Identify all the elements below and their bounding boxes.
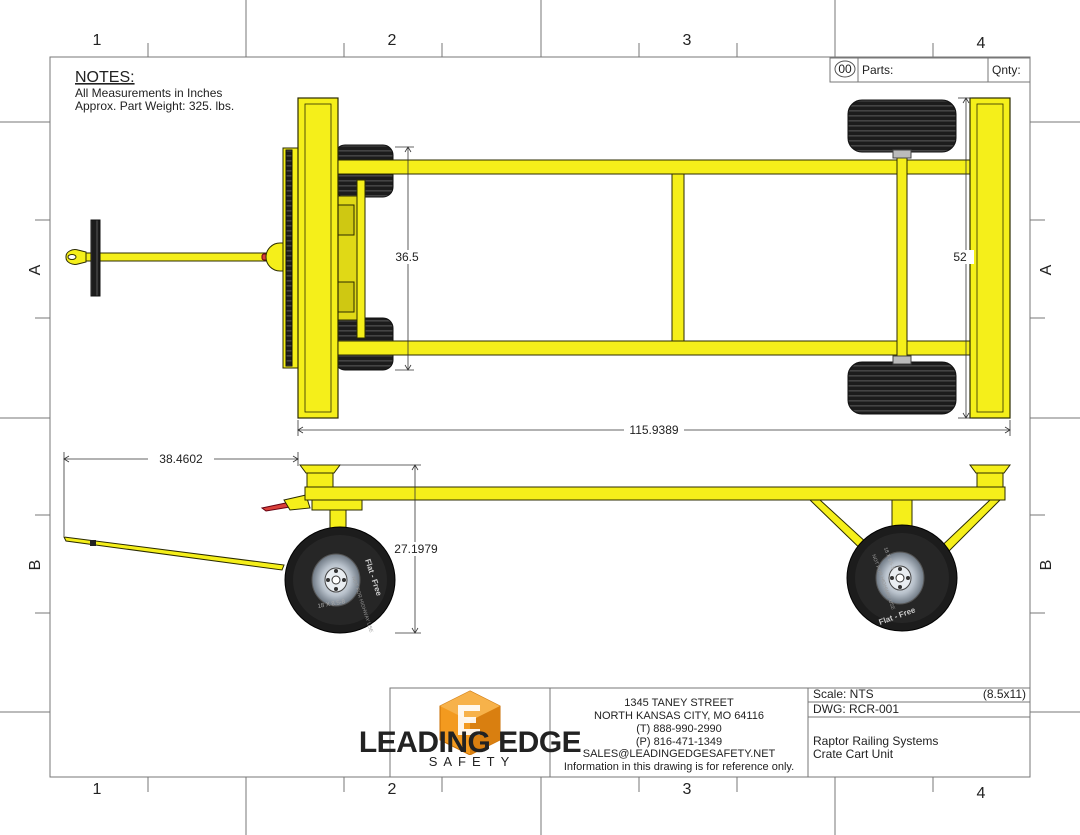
company-logo: LEADING EDGE SAFETY: [359, 690, 582, 769]
disclaimer: Information in this drawing is for refer…: [564, 761, 794, 773]
zone-col-2-bottom: 2: [388, 781, 397, 798]
email-address: SALES@LEADINGEDGESAFETY.NET: [583, 748, 776, 760]
zone-col-4-bottom: 4: [977, 785, 986, 802]
front-bunk-top: [297, 97, 339, 419]
drawing-title-line-2: Crate Cart Unit: [813, 747, 894, 761]
zone-row-b-right: B: [1038, 560, 1055, 571]
parts-label: Parts:: [862, 63, 893, 77]
tow-handle-top: [65, 219, 299, 297]
zone-labels: 1 2 3 4 1 2 3 4 A B A B: [27, 32, 1055, 802]
dim-handle-length: 38.4602: [159, 452, 203, 466]
dim-outer-width: 52: [953, 250, 967, 264]
dim-inner-width: 36.5: [395, 250, 419, 264]
lower-rail: [337, 340, 973, 356]
zone-col-3-bottom: 3: [683, 781, 692, 798]
notes-title: NOTES:: [75, 69, 135, 86]
zone-col-2-top: 2: [388, 32, 397, 49]
zone-col-3-top: 3: [683, 32, 692, 49]
rear-axle-top: [847, 99, 957, 415]
rear-bunk-top: [969, 97, 1011, 419]
zone-col-1-top: 1: [93, 32, 102, 49]
zone-row-a-right: A: [1038, 264, 1055, 275]
zone-col-1-bottom: 1: [93, 781, 102, 798]
cross-member: [671, 173, 685, 342]
front-axle-top: [282, 144, 394, 371]
upper-rail: [337, 159, 973, 175]
notes-block: NOTES: All Measurements in Inches Approx…: [75, 69, 234, 113]
phone-p: (P) 816-471-1349: [636, 736, 722, 748]
parts-table: 00 Parts: Qnty:: [829, 57, 1031, 83]
side-beam: [304, 486, 1006, 501]
address-city: NORTH KANSAS CITY, MO 64116: [594, 710, 764, 722]
zone-row-b-left: B: [27, 560, 44, 571]
logo-subtitle: SAFETY: [429, 754, 516, 769]
top-view: [65, 97, 1011, 419]
front-tire-size: 18 X 8.5-8: [317, 599, 346, 610]
title-block: LEADING EDGE SAFETY 1345 TANEY STREET NO…: [359, 687, 1031, 778]
rear-wheel-side: Flat - Free NOT FOR HIGHWAY USE 18 X 8.5…: [846, 524, 958, 632]
scale-label: Scale: NTS: [813, 687, 874, 701]
zone-col-4-top: 4: [977, 35, 986, 52]
tow-handle-side: [63, 494, 311, 571]
notes-line-1: All Measurements in Inches: [75, 86, 222, 100]
address-street: 1345 TANEY STREET: [624, 697, 734, 709]
front-wheel-side: Flat - Free NOT FOR HIGHWAY USE 18 X 8.5…: [284, 526, 396, 634]
logo-wordmark: LEADING EDGE: [359, 726, 581, 759]
drawing-number: DWG: RCR-001: [813, 702, 899, 716]
phone-t: (T) 888-990-2990: [636, 723, 722, 735]
dim-overall-length: 115.9389: [629, 423, 678, 437]
side-view: Flat - Free NOT FOR HIGHWAY USE 18 X 8.5…: [63, 464, 1011, 634]
part-number: 00: [838, 62, 852, 76]
drawing-title-line-1: Raptor Railing Systems: [813, 734, 938, 748]
zone-row-a-left: A: [27, 264, 44, 275]
dim-height: 27.1979: [394, 542, 438, 556]
sheet-size: (8.5x11): [983, 687, 1026, 701]
qty-label: Qnty:: [992, 63, 1021, 77]
notes-line-2: Approx. Part Weight: 325. lbs.: [75, 99, 234, 113]
